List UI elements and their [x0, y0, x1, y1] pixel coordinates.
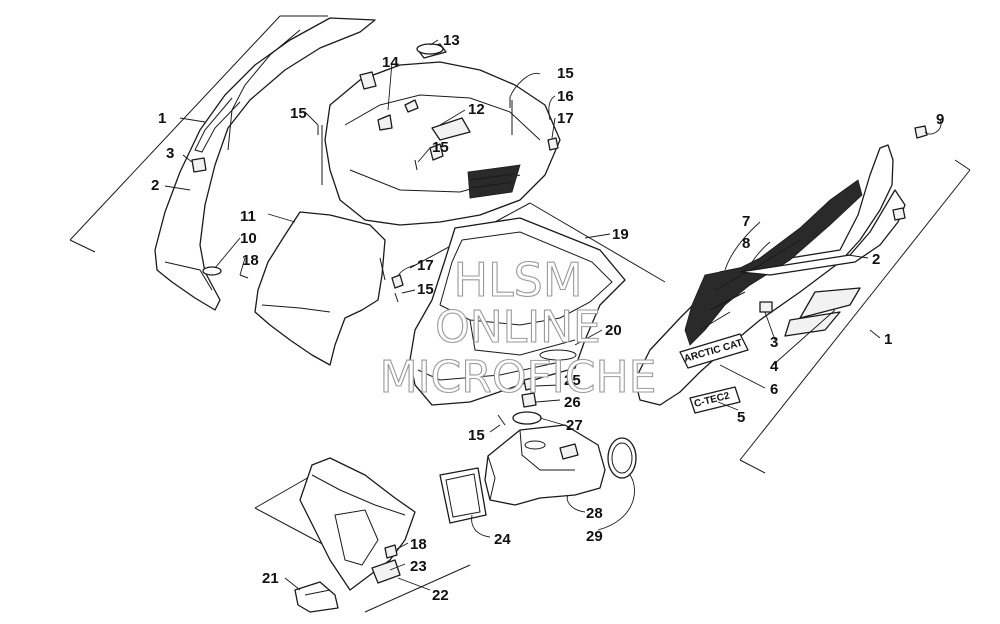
- nose-pan-11: [254, 211, 386, 366]
- callout-14: 14: [382, 54, 399, 71]
- hood-bracket-14: [359, 71, 377, 90]
- callout-28: 28: [586, 505, 603, 522]
- grommet-10: [202, 266, 222, 276]
- callout-8: 8: [742, 235, 750, 252]
- brand-decal-6: [679, 333, 749, 369]
- callout-17-airbox: 17: [417, 257, 434, 274]
- intake-duct-28: [484, 424, 606, 506]
- callout-11: 11: [240, 208, 256, 225]
- callout-15-lower: 15: [468, 427, 485, 444]
- fasteners: [239, 97, 511, 426]
- rivet-3-right: [759, 301, 773, 313]
- callout-13: 13: [443, 32, 460, 49]
- vent-insert-12: [431, 117, 471, 141]
- watermark-line-1: HLSM: [453, 253, 582, 307]
- callout-16: 16: [557, 88, 574, 105]
- callout-labels: 1 3 2 11 10 18 13 14 15 12 15 15 16 17 1…: [151, 32, 944, 604]
- side-decal-4: [799, 287, 861, 319]
- watermark-line-3: MICROFICHE: [380, 352, 657, 403]
- callout-18-lower: 18: [410, 536, 427, 553]
- callout-5: 5: [737, 409, 745, 426]
- callout-27: 27: [566, 417, 583, 434]
- callout-15-right: 15: [557, 65, 574, 82]
- left-panel-frame: [69, 15, 328, 241]
- callout-15-left: 15: [290, 105, 307, 122]
- screw-25: [523, 377, 535, 391]
- callout-23: 23: [410, 558, 427, 575]
- callout-15-center: 15: [432, 139, 449, 156]
- callout-3-left: 3: [166, 145, 174, 162]
- callout-2-left: 2: [151, 177, 159, 194]
- watermark-line-2: ONLINE: [435, 302, 601, 353]
- right-side-panel-group: ARCTIC CAT C-TEC2: [634, 125, 971, 474]
- callout-22: 22: [432, 587, 449, 604]
- callout-12: 12: [468, 101, 485, 118]
- clip-26: [521, 392, 537, 408]
- callout-6: 6: [770, 381, 778, 398]
- callout-15-airbox: 15: [417, 281, 434, 298]
- callout-4: 4: [770, 358, 779, 375]
- callout-1-right: 1: [884, 331, 892, 348]
- graphic-decal-7: [684, 179, 863, 346]
- air-box-group: [391, 202, 666, 406]
- model-decal-5: [689, 386, 741, 414]
- callout-20: 20: [605, 322, 622, 339]
- watermark: HLSM ONLINE MICROFICHE: [379, 252, 657, 403]
- upper-hood-group: [254, 43, 561, 366]
- callout-3-right: 3: [770, 334, 778, 351]
- latch-21: [294, 581, 339, 613]
- callout-17-upper: 17: [557, 110, 574, 127]
- rivet-3-left: [191, 157, 207, 173]
- duct-seal-27: [512, 411, 542, 425]
- callout-19: 19: [612, 226, 629, 243]
- callout-10: 10: [240, 230, 257, 247]
- air-box-clip-17: [391, 274, 404, 289]
- callout-7: 7: [742, 213, 750, 230]
- left-side-panel-group: [69, 15, 376, 311]
- leader-lines: [164, 39, 942, 591]
- callout-25: 25: [564, 372, 581, 389]
- clip-17-upper: [547, 137, 559, 151]
- intake-group: [439, 377, 637, 524]
- callout-26: 26: [564, 394, 581, 411]
- lower-bracket-group: [254, 457, 471, 613]
- callout-2-right: 2: [872, 251, 880, 268]
- callout-24: 24: [494, 531, 511, 548]
- decal-23: [371, 559, 401, 584]
- callout-9: 9: [936, 111, 944, 128]
- push-pin-9: [914, 125, 928, 139]
- callout-21: 21: [262, 570, 279, 587]
- callout-1-left: 1: [158, 110, 166, 127]
- callout-18-upper: 18: [242, 252, 259, 269]
- callout-29: 29: [586, 528, 603, 545]
- hood-vent-stripe: [467, 164, 521, 199]
